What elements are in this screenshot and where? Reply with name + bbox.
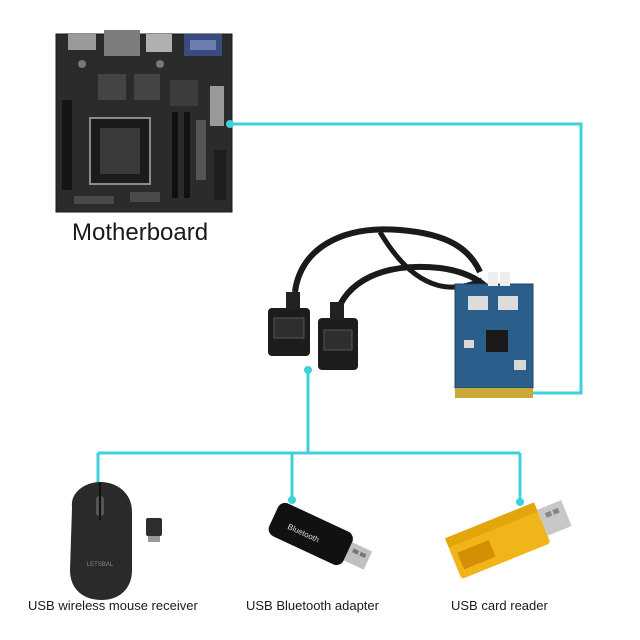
bluetooth-adapter-label: USB Bluetooth adapter <box>246 598 379 613</box>
dot-bluetooth <box>288 496 296 504</box>
dot-motherboard <box>226 120 234 128</box>
line-motherboard-to-adapter <box>230 122 583 395</box>
usb-cable-image <box>268 226 534 398</box>
wireless-mouse-image: LETSBAL <box>70 482 162 600</box>
motherboard-image <box>55 30 233 213</box>
usb-female-plug-1 <box>268 292 310 356</box>
mouse-receiver-label: USB wireless mouse receiver <box>28 598 198 613</box>
dot-card-reader <box>516 498 524 506</box>
card-reader-label: USB card reader <box>451 598 548 613</box>
usb-female-plug-2 <box>318 302 358 370</box>
mouse-brand-text: LETSBAL <box>87 562 114 568</box>
motherboard-label: Motherboard <box>72 219 209 246</box>
mini-pcie-adapter <box>454 272 534 398</box>
card-reader-image <box>445 500 572 579</box>
bluetooth-dongle-image: Bluetooth <box>268 502 373 570</box>
dot-usb <box>304 366 312 374</box>
